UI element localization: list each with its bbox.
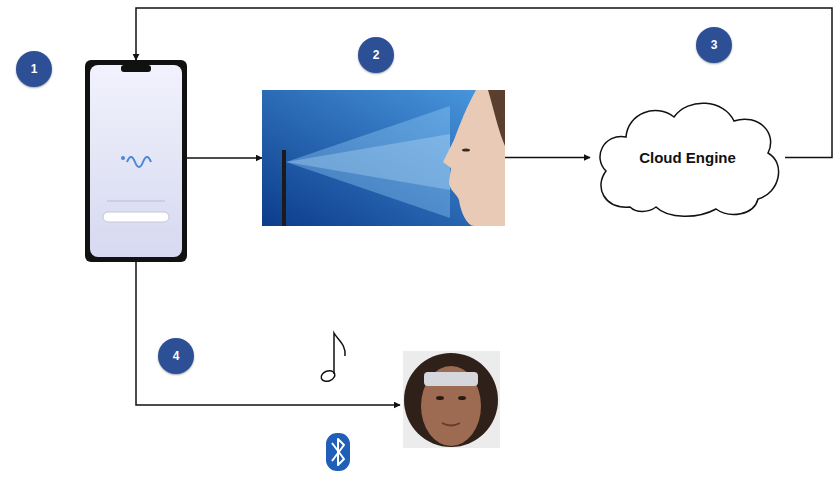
phone-illustration: [85, 60, 187, 262]
callout-number: 3: [696, 27, 732, 63]
music-note-icon: [320, 333, 345, 383]
flow-arrow: [505, 157, 590, 159]
flow-arrow: [187, 157, 262, 159]
cloud-node: 3Cloud Engine: [590, 95, 785, 220]
callout-number: 4: [158, 338, 194, 374]
headband-user-photo: [403, 351, 500, 448]
callout-number: 1: [16, 51, 52, 87]
face-scan-node: 2: [262, 90, 505, 226]
node-label: Cloud Engine: [639, 149, 736, 166]
face-scan-illustration: [262, 90, 505, 226]
text-wrap: Cloud Engine: [590, 95, 785, 220]
bluetooth-link-line: [136, 262, 400, 405]
callout-number: 2: [358, 37, 394, 73]
phone-node: 1: [85, 60, 187, 262]
bluetooth-icon: [326, 433, 350, 471]
